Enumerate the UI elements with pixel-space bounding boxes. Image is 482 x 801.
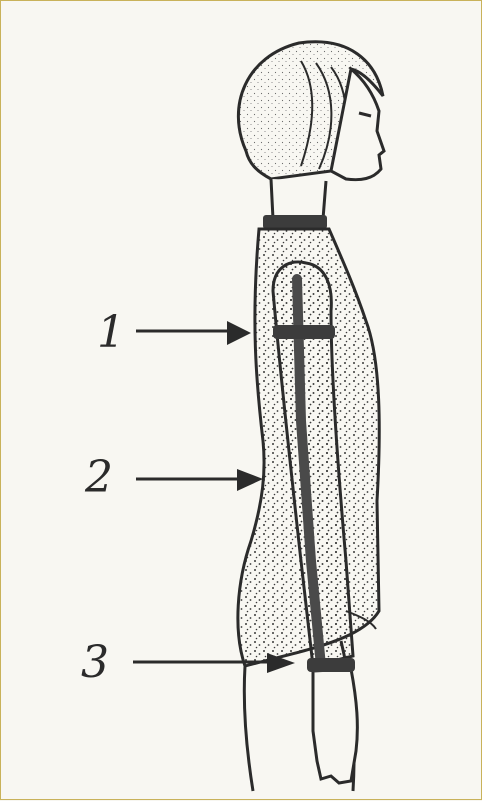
wrist-band bbox=[307, 658, 355, 672]
label-1: 1 bbox=[97, 311, 125, 355]
label-2: 2 bbox=[85, 456, 113, 500]
neck bbox=[271, 179, 326, 219]
pointer-2-arrow bbox=[237, 469, 263, 491]
neck-band bbox=[263, 215, 327, 229]
upper-arm-band bbox=[273, 325, 335, 339]
pointer-1-arrow bbox=[227, 321, 251, 345]
label-3: 3 bbox=[81, 641, 109, 685]
hand bbox=[313, 669, 357, 783]
